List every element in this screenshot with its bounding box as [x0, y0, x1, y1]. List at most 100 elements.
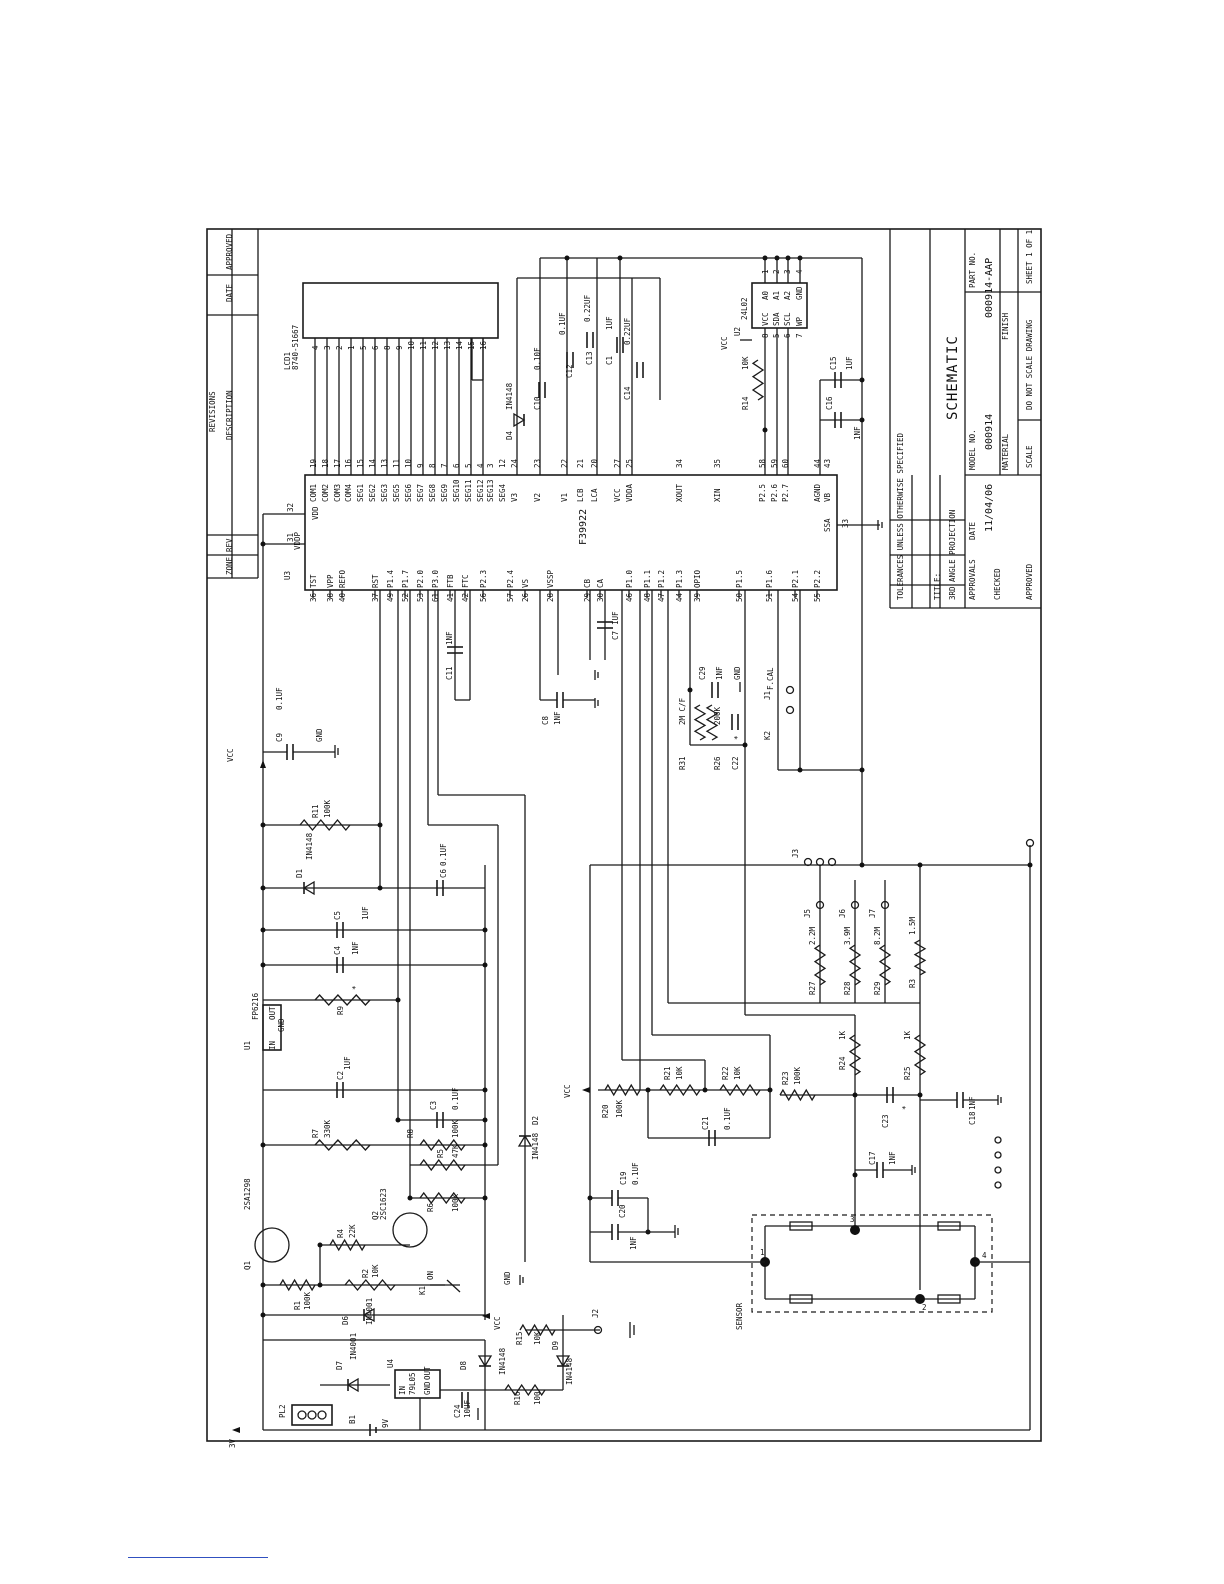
value-r1: 100K	[303, 1291, 312, 1310]
part-no: 000914-AAP	[984, 258, 995, 318]
value-c14: 0.22UF	[623, 317, 632, 345]
u3-pin-cb: CB	[583, 578, 592, 588]
resistor-r25	[913, 1034, 927, 1076]
diode-d9	[555, 1355, 571, 1368]
value-r29: 8.2M	[873, 926, 882, 945]
label-c24: C24	[453, 1404, 462, 1418]
value-d8: IN4148	[498, 1347, 507, 1375]
u4-out: OUT	[423, 1366, 432, 1380]
jumpers: J3 J5 J6 J7 J1 K2 F.CAL J2	[591, 667, 1035, 1335]
u3-pin-lca: LCA	[590, 488, 599, 502]
value-c6: 0.1UF	[439, 843, 448, 866]
rail-3v: 3V	[228, 1438, 237, 1448]
label-c14: C14	[623, 386, 632, 400]
label-c2: C2	[336, 1071, 345, 1080]
u3-rpinnum-0: 19	[309, 459, 318, 468]
u3-rpinnum-11: 7	[440, 463, 449, 468]
u3-rpinnum-15: 3	[486, 463, 495, 468]
sensor-bridge: SENSOR 1 3 2 4	[590, 1214, 1030, 1330]
resistor-r24	[848, 1034, 862, 1076]
value-r27: 2.2M	[808, 926, 817, 945]
value-c4: 1NF	[351, 941, 360, 955]
gnd-label-c9: GND	[315, 728, 324, 742]
u3-rpinnum-25: 35	[713, 459, 722, 468]
u3-pin-v3: V3	[510, 493, 519, 502]
u1-part: FP6216	[251, 992, 260, 1020]
wiring-main	[260, 514, 1031, 1431]
transistor-q2: Q2 2SC1623	[371, 1188, 428, 1248]
value-d6: IN4001	[365, 1298, 374, 1325]
u3-pin-vcc: VCC	[613, 488, 622, 502]
finish-label: FINISH	[1001, 312, 1010, 340]
lcd-pin-0: 4	[311, 345, 320, 350]
lcd-pin-1: 3	[323, 345, 332, 350]
u3-pin-com1: COM1	[309, 484, 318, 502]
label-r22: R22	[721, 1066, 730, 1080]
value-r25: 1K	[903, 1030, 912, 1040]
u3-pin-seg11: SEG11	[464, 479, 473, 502]
u3-pin-opio: OPIO	[693, 569, 702, 588]
value-d4: IN4148	[505, 382, 514, 410]
capacitor-c13	[586, 332, 594, 348]
u3-rpinnum-8: 10	[404, 458, 413, 468]
u3-rpinnum-14: 4	[476, 463, 485, 468]
u3-pin-vdda: VDDA	[625, 483, 634, 502]
value-r4: 22K	[348, 1224, 357, 1238]
rev-label: REV	[225, 538, 234, 552]
value-c21: 0.1UF	[723, 1107, 732, 1130]
u3-rpinnum-5: 14	[368, 458, 377, 468]
title-label: TITLE:	[933, 573, 942, 600]
title-text: SCHEMATIC	[945, 335, 961, 420]
label-r28: R28	[843, 981, 852, 995]
u3-pin-p2-6: P2.6	[770, 483, 779, 502]
mark-c22: *	[733, 735, 742, 740]
u3-pin-p1-7: P1.7	[401, 570, 410, 588]
scale-label: SCALE	[1025, 445, 1034, 468]
value-r23: 100K	[793, 1066, 802, 1085]
wiring-center	[539, 590, 1033, 1290]
u3-pin-seg3: SEG3	[380, 484, 389, 502]
date-col-label: DATE	[225, 283, 234, 302]
capacitor-c22	[731, 714, 739, 730]
label-c7: C7	[611, 631, 620, 640]
diode-d2	[517, 1134, 533, 1147]
title-block: SCHEMATIC 000914-AAP 000914 11/04/06 SHE…	[889, 229, 1041, 609]
label-r15: R15	[515, 1331, 524, 1345]
mark-r9: *	[351, 985, 360, 990]
value-r26: 200K	[713, 706, 722, 725]
u3-rpinnum-19: 22	[560, 459, 569, 468]
u3-pin-p2-2: P2.2	[813, 570, 822, 588]
u3-pin-vssp: VSSP	[546, 569, 555, 588]
capacitor-c10	[538, 382, 546, 398]
u3-pin-vb: VB	[823, 492, 832, 502]
label-c15: C15	[829, 356, 838, 370]
u4-gnd: GND	[423, 1381, 432, 1395]
diode-d4	[513, 412, 526, 428]
resistor-r3	[913, 939, 927, 976]
u3-pin-p1-4: P1.4	[386, 569, 395, 588]
connector-pl2: PL2	[278, 1404, 333, 1426]
u3-rpinnum-6: 13	[380, 459, 389, 468]
label-c11: C11	[445, 666, 454, 680]
u2-vcc: VCC	[720, 336, 729, 350]
resistor-r15	[519, 1323, 556, 1337]
lcd-pin-4: 5	[359, 345, 368, 350]
lcd-pin-5: 6	[371, 345, 380, 350]
resistor-r7	[314, 1139, 371, 1151]
u1-in: IN	[268, 1041, 277, 1050]
label-d6: D6	[341, 1315, 350, 1325]
pl2-label: PL2	[278, 1404, 287, 1418]
value-c9: 0.1UF	[275, 687, 284, 710]
j7-label: J7	[868, 909, 877, 918]
u3-pin-p1-3: P1.3	[675, 570, 684, 588]
u2-pin-a0: A0	[761, 290, 770, 300]
label-c22: C22	[731, 756, 740, 770]
u3-pin-xin: XIN	[713, 488, 722, 502]
u3-top-pin-1: VDD	[311, 506, 320, 520]
resistor-r22	[719, 1083, 761, 1097]
lcd-pin-12: 14	[455, 340, 464, 350]
u4-in: IN	[398, 1386, 407, 1395]
model-no: 000914	[984, 414, 995, 450]
value-d1: IN4148	[305, 832, 314, 860]
u3-pin-seg2: SEG2	[368, 484, 377, 502]
